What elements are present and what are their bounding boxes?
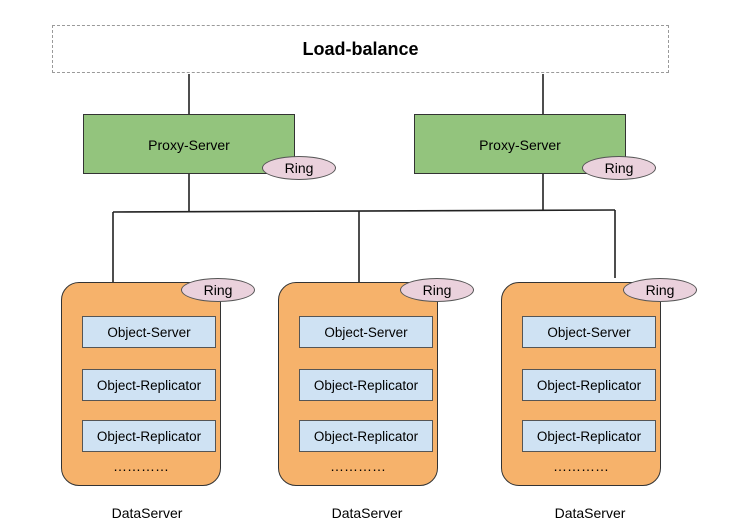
proxy-1-ring: Ring bbox=[262, 156, 336, 180]
object-replicator-box: Object-Replicator bbox=[299, 420, 433, 452]
ring-label: Ring bbox=[604, 160, 634, 176]
data-server-3-caption: DataServer bbox=[554, 505, 626, 521]
proxy-server-1: Proxy-Server bbox=[83, 114, 295, 174]
ring-label: Ring bbox=[422, 282, 452, 298]
object-replicator-label: Object-Replicator bbox=[536, 428, 642, 444]
proxy-server-label: Proxy-Server bbox=[148, 137, 230, 153]
ring-label: Ring bbox=[645, 282, 675, 298]
object-replicator-box: Object-Replicator bbox=[299, 369, 433, 401]
object-replicator-box: Object-Replicator bbox=[82, 369, 216, 401]
data-server-2: Object-Server Object-Replicator Object-R… bbox=[278, 282, 438, 486]
object-server-label: Object-Server bbox=[324, 324, 408, 340]
data-server-2-caption: DataServer bbox=[331, 505, 403, 521]
bus-line bbox=[112, 209, 616, 213]
load-balancer-label: Load-balance bbox=[302, 38, 419, 59]
object-server-box: Object-Server bbox=[82, 316, 216, 348]
object-replicator-label: Object-Replicator bbox=[313, 428, 419, 444]
proxy-server-label: Proxy-Server bbox=[479, 137, 561, 153]
data-server-2-ring: Ring bbox=[400, 278, 474, 302]
ring-label: Ring bbox=[284, 160, 314, 176]
object-server-box: Object-Server bbox=[522, 316, 656, 348]
data-server-3: Object-Server Object-Replicator Object-R… bbox=[501, 282, 661, 486]
object-server-box: Object-Server bbox=[299, 316, 433, 348]
ellipsis: ………… bbox=[553, 458, 609, 474]
object-replicator-box: Object-Replicator bbox=[82, 420, 216, 452]
object-replicator-label: Object-Replicator bbox=[96, 428, 202, 444]
object-server-label: Object-Server bbox=[547, 324, 631, 340]
ellipsis: ………… bbox=[330, 458, 386, 474]
object-replicator-label: Object-Replicator bbox=[536, 377, 642, 393]
object-replicator-label: Object-Replicator bbox=[313, 377, 419, 393]
ring-label: Ring bbox=[203, 282, 233, 298]
data-server-1-caption: DataServer bbox=[111, 505, 183, 521]
data-server-3-ring: Ring bbox=[623, 278, 697, 302]
object-replicator-box: Object-Replicator bbox=[522, 369, 656, 401]
proxy-2-ring: Ring bbox=[582, 156, 656, 180]
ellipsis: ………… bbox=[113, 458, 169, 474]
object-server-label: Object-Server bbox=[107, 324, 191, 340]
data-server-1-ring: Ring bbox=[181, 278, 255, 302]
object-replicator-box: Object-Replicator bbox=[522, 420, 656, 452]
object-replicator-label: Object-Replicator bbox=[96, 377, 202, 393]
data-server-1: Object-Server Object-Replicator Object-R… bbox=[61, 282, 221, 486]
load-balancer-box: Load-balance bbox=[52, 25, 669, 73]
